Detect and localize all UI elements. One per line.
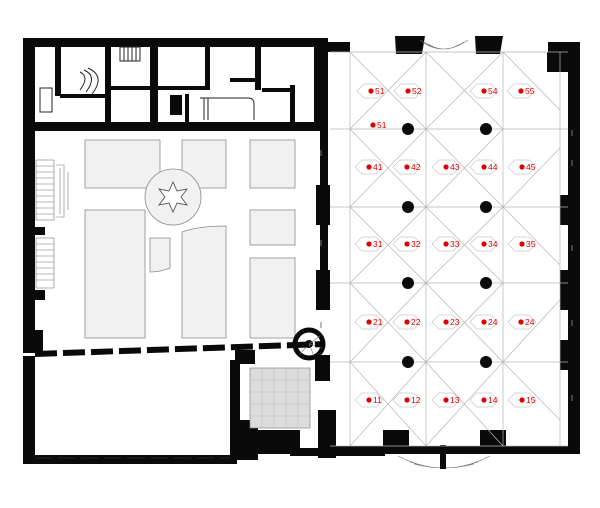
marker-label: 15	[526, 395, 536, 405]
service-rooms	[23, 38, 328, 138]
marker-label: 34	[488, 239, 498, 249]
pillar	[480, 277, 492, 289]
marker-dot	[404, 164, 410, 170]
marker-dot	[518, 319, 524, 325]
marker-label: 35	[526, 239, 536, 249]
survey-marker: 31	[366, 239, 383, 249]
pillar	[402, 201, 414, 213]
survey-marker: 51	[368, 86, 385, 96]
marker-dot	[481, 164, 487, 170]
marker-dot	[366, 319, 372, 325]
marker-dot	[404, 397, 410, 403]
marker-dot	[481, 241, 487, 247]
marker-label: 55	[525, 86, 535, 96]
survey-marker: 32	[404, 239, 421, 249]
survey-marker: 51	[370, 120, 387, 130]
survey-marker: 14	[481, 395, 498, 405]
survey-marker: 23	[443, 317, 460, 327]
survey-marker: 44	[481, 162, 498, 172]
marker-label: 41	[373, 162, 383, 172]
garden-courtyard	[23, 130, 328, 361]
marker-label: 51	[375, 86, 385, 96]
marker-dot	[368, 88, 374, 94]
marker-label: 52	[412, 86, 422, 96]
survey-marker: 35	[519, 239, 536, 249]
marker-label: 44	[488, 162, 498, 172]
pillars	[402, 123, 492, 368]
marker-label: 22	[411, 317, 421, 327]
marker-dot	[404, 241, 410, 247]
marker-label: 14	[488, 395, 498, 405]
marker-dot	[443, 241, 449, 247]
survey-marker: 15	[519, 395, 536, 405]
marker-label: 42	[411, 162, 421, 172]
marker-label: 51	[377, 120, 387, 130]
marker-dot	[443, 164, 449, 170]
marker-dot	[519, 164, 525, 170]
marker-dot	[404, 319, 410, 325]
marker-dot	[519, 397, 525, 403]
marker-dot	[370, 122, 376, 128]
marker-dot	[481, 88, 487, 94]
survey-marker: 21	[366, 317, 383, 327]
marker-label: 12	[411, 395, 421, 405]
marker-label: 13	[450, 395, 460, 405]
marker-dot	[366, 241, 372, 247]
survey-marker: 13	[443, 395, 460, 405]
survey-marker: 42	[404, 162, 421, 172]
survey-marker: 24	[481, 317, 498, 327]
marker-dot	[481, 397, 487, 403]
survey-marker: 43	[443, 162, 460, 172]
survey-marker: 52	[405, 86, 422, 96]
pillar	[402, 356, 414, 368]
survey-marker: 12	[404, 395, 421, 405]
marker-dot	[443, 397, 449, 403]
marker-label: 54	[488, 86, 498, 96]
pillar	[480, 201, 492, 213]
marker-label: 21	[373, 317, 383, 327]
marker-dot	[405, 88, 411, 94]
marker-dot	[518, 88, 524, 94]
courtyard-south-wall	[34, 341, 326, 357]
marker-label: 33	[450, 239, 460, 249]
marker-dot	[366, 164, 372, 170]
marker-label: 32	[411, 239, 421, 249]
vaulted-hall	[316, 36, 580, 469]
marker-label: 24	[488, 317, 498, 327]
survey-marker: 45	[519, 162, 536, 172]
survey-marker: 54	[481, 86, 498, 96]
survey-marker: 11	[366, 395, 382, 405]
marker-label: 24	[525, 317, 535, 327]
survey-marker: 24	[518, 317, 535, 327]
marker-dot	[519, 241, 525, 247]
pillar	[480, 356, 492, 368]
marker-label: 43	[450, 162, 460, 172]
pillar	[402, 277, 414, 289]
pillar	[402, 123, 414, 135]
marker-label: 23	[450, 317, 460, 327]
survey-markers: 51 52 54 55 51 41 42 43 44 45 31 32 33 34 35 21 22 23 24 24…	[366, 86, 536, 405]
marker-label: 31	[373, 239, 383, 249]
survey-marker: 41	[366, 162, 383, 172]
marker-label: 45	[526, 162, 536, 172]
survey-marker: 55	[518, 86, 535, 96]
marker-label: 11	[373, 395, 382, 405]
marker-dot	[443, 319, 449, 325]
survey-marker: 22	[404, 317, 421, 327]
marker-dot	[366, 397, 372, 403]
survey-marker: 34	[481, 239, 498, 249]
pillar	[480, 123, 492, 135]
marker-dot	[481, 319, 487, 325]
survey-marker: 33	[443, 239, 460, 249]
